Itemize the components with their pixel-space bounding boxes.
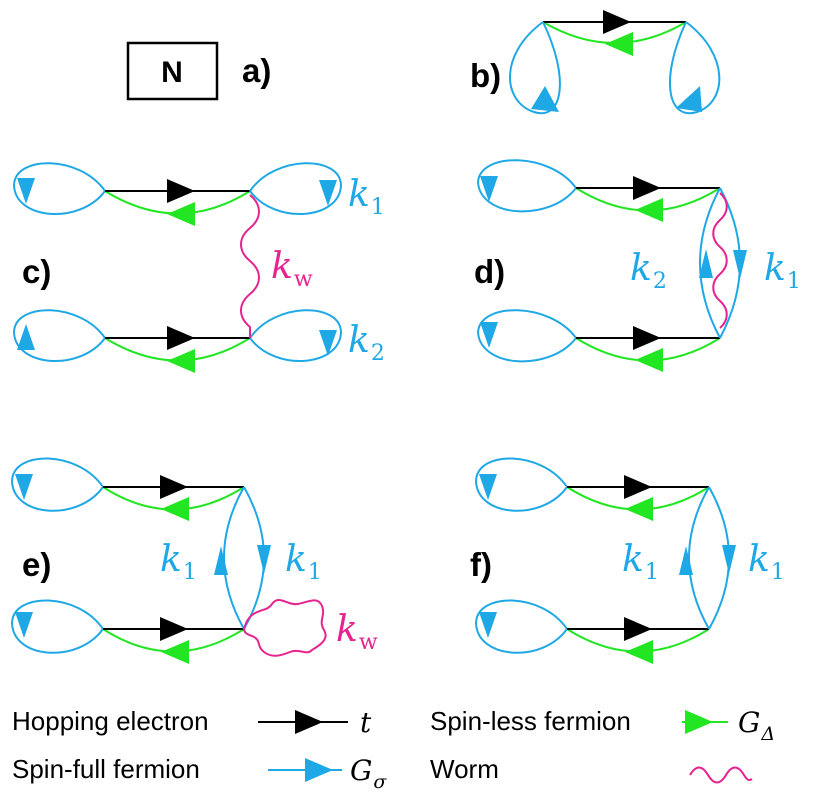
spinfull-arrow (319, 180, 337, 206)
spinfull-loop (12, 309, 106, 362)
legend-text: Worm (430, 754, 499, 784)
spinfull-arrow (257, 545, 271, 574)
spinless-arrow (625, 497, 653, 521)
legend-text: Spin-less fermion (430, 706, 631, 736)
legend-text: Spin-full fermion (12, 754, 200, 784)
legend: Hopping electron t Spin-less fermion GΔ … (12, 706, 775, 793)
hopping-arrow (633, 326, 661, 350)
spinless-arrow (167, 349, 195, 373)
momentum-label-kw: kw (336, 609, 378, 655)
hopping-arrow (624, 475, 652, 499)
spinfull-arrow (479, 612, 497, 638)
spinfull-loop (10, 457, 104, 512)
hopping-arrow (160, 617, 188, 641)
legend-text: Hopping electron (12, 706, 209, 736)
spinfull-arrow (17, 324, 35, 350)
panel-label-a: a) (242, 52, 271, 89)
hopping-arrow (633, 176, 661, 200)
panel-label-f: f) (470, 546, 492, 583)
hopping-arrow (167, 179, 195, 203)
momentum-label-k1: k1 (764, 248, 801, 294)
momentum-label-k1: k1 (622, 539, 659, 585)
spinfull-arrow (531, 86, 559, 112)
momentum-label-kw: kw (271, 246, 313, 292)
legend-arrow-spinfull (305, 758, 333, 782)
spinfull-propagator (688, 486, 710, 630)
panel-label-d: d) (474, 253, 505, 290)
panel-e: e) k1 k1 kw (10, 457, 378, 664)
spinless-arrow (625, 640, 653, 664)
spinless-arrow (635, 348, 663, 372)
panel-a: N a) (126, 41, 271, 101)
legend-arrow-hopping (295, 710, 323, 734)
panel-b: b) (470, 10, 721, 115)
spinless-arrow (161, 497, 189, 521)
spinless-arrow (161, 640, 189, 664)
momentum-label-k2: k2 (348, 320, 385, 366)
momentum-label-k1: k1 (160, 539, 197, 585)
spinfull-loop (476, 309, 577, 363)
spinfull-arrow (699, 249, 713, 278)
worm-loop (243, 599, 327, 657)
spinfull-loop (509, 21, 561, 115)
spinfull-propagator (223, 486, 245, 630)
panel-c: c) k1 kw k2 (12, 162, 385, 373)
momentum-label-k2: k2 (630, 248, 667, 294)
phase-box (126, 41, 219, 101)
momentum-label-k1: k1 (348, 174, 385, 220)
spinfull-arrow (479, 474, 497, 500)
momentum-label-k1: k1 (285, 539, 322, 585)
spinfull-loop (474, 599, 568, 654)
spinfull-arrow (15, 612, 33, 638)
spinless-arrow (167, 202, 195, 226)
spinfull-arrow (17, 178, 35, 204)
spinfull-arrow (319, 330, 337, 356)
legend-arrow-spinless (685, 710, 713, 734)
legend-item-hopping: Hopping electron t (12, 706, 372, 739)
spinless-arrow (635, 198, 663, 222)
panel-label-e: e) (22, 546, 51, 583)
spinfull-loop (474, 457, 568, 512)
spinfull-arrow (679, 546, 693, 575)
spinfull-loop (668, 21, 721, 115)
panel-label-c: c) (22, 253, 51, 290)
legend-item-spinless: Spin-less fermion GΔ (430, 706, 775, 745)
spinfull-propagator (699, 187, 721, 339)
hopping-arrow (624, 617, 652, 641)
spinfull-arrow (722, 545, 736, 574)
spinfull-loop (249, 162, 343, 215)
legend-item-worm: Worm (430, 754, 753, 784)
spinfull-arrow (214, 546, 228, 575)
panel-label-b: b) (470, 57, 501, 94)
spinfull-loop (249, 309, 343, 362)
momentum-label-k1: k1 (748, 539, 785, 585)
worm-line (712, 192, 728, 329)
spinfull-arrow (480, 322, 498, 348)
panel-d: d) k2 k1 (474, 159, 801, 372)
spinfull-arrow (480, 176, 498, 202)
spinfull-loop (12, 162, 106, 215)
spinfull-loop (10, 599, 104, 654)
spinfull-arrow (15, 474, 33, 500)
legend-item-spinfull: Spin-full fermion Gσ (12, 754, 387, 793)
legend-symbol: Gσ (350, 754, 387, 793)
spinfull-arrow (676, 86, 702, 112)
legend-line-worm (689, 766, 753, 784)
worm-line (240, 194, 260, 338)
hopping-arrow (167, 326, 195, 350)
spinless-arrow (605, 32, 633, 56)
hopping-arrow (603, 10, 631, 34)
legend-symbol: GΔ (738, 706, 775, 745)
panel-f: f) k1 k1 (470, 457, 785, 664)
legend-symbol: t (360, 706, 372, 739)
hopping-arrow (160, 475, 188, 499)
phase-box-label: N (161, 56, 183, 89)
spinfull-loop (476, 159, 577, 213)
spinfull-arrow (733, 250, 747, 279)
